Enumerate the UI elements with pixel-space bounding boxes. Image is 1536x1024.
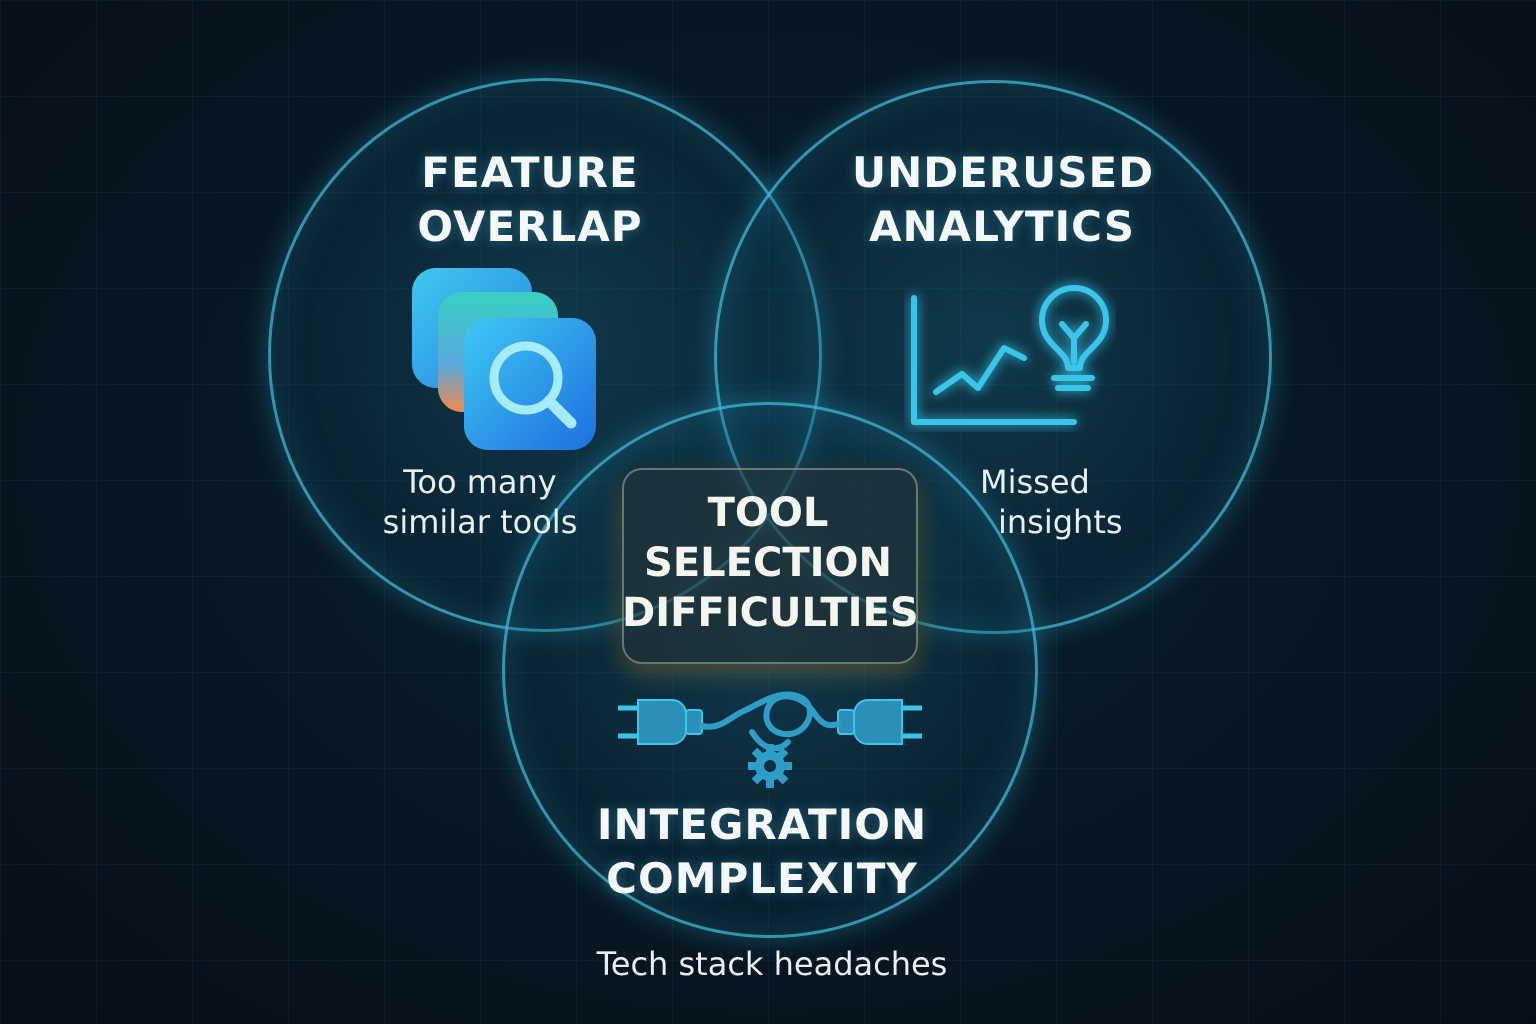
center-title-line-1: TOOL — [707, 490, 829, 536]
feature-overlap-title-line-1: FEATURE — [421, 148, 639, 197]
underused-analytics-title-line-2: ANALYTICS — [869, 202, 1135, 251]
underused-analytics-title: UNDERUSED ANALYTICS — [852, 146, 1155, 254]
underused-analytics-caption-line-1: Missed — [980, 463, 1090, 501]
integration-complexity-title-line-2: COMPLEXITY — [606, 854, 918, 903]
plug-knot-gear-icon — [612, 682, 928, 792]
integration-complexity-caption: Tech stack headaches — [596, 945, 948, 983]
underused-analytics-title-line-1: UNDERUSED — [852, 148, 1155, 197]
integration-complexity-title-line-1: INTEGRATION — [596, 800, 928, 849]
integration-complexity-title: INTEGRATION COMPLEXITY — [592, 798, 932, 906]
chart-lightbulb-icon — [904, 272, 1116, 432]
feature-overlap-title: FEATURE OVERLAP — [380, 146, 680, 254]
feature-overlap-caption: Too many similar tools — [370, 462, 590, 542]
center-title: TOOL SELECTION DIFFICULTIES — [622, 488, 919, 638]
stacked-app-search-icon — [408, 264, 604, 454]
feature-overlap-caption-line-1: Too many — [403, 463, 557, 501]
center-title-line-3: DIFFICULTIES — [622, 590, 919, 636]
underused-analytics-caption-line-2: insights — [998, 503, 1123, 541]
feature-overlap-caption-line-2: similar tools — [382, 503, 578, 541]
underused-analytics-caption: Missed insights — [952, 462, 1148, 542]
center-label-box — [622, 468, 918, 664]
center-title-line-2: SELECTION — [644, 540, 892, 586]
feature-overlap-title-line-2: OVERLAP — [417, 202, 643, 251]
